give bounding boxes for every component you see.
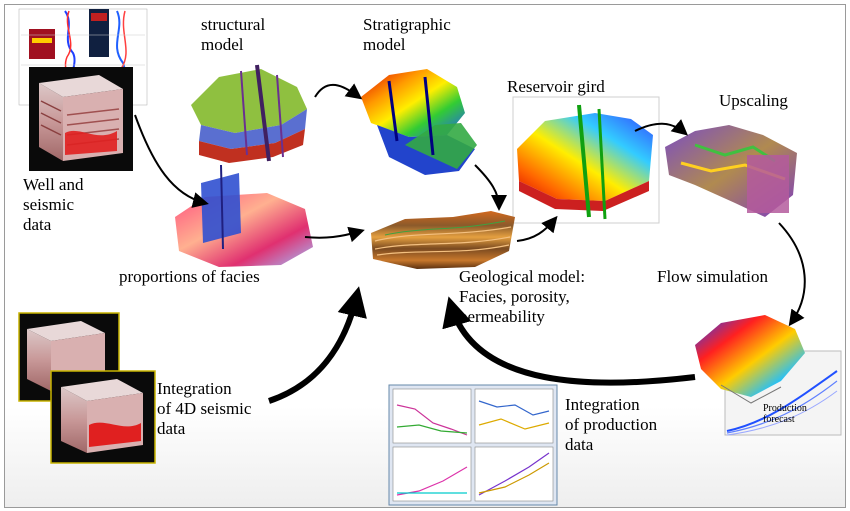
seismic-4d-cubes bbox=[18, 312, 156, 464]
label-geological-model: Geological model: Facies, porosity, perm… bbox=[459, 267, 586, 326]
label-integration-production: Integration of production data bbox=[565, 395, 658, 454]
diagram-frame: structural model Stratigraphic model Res… bbox=[4, 4, 846, 508]
arrow-geo-to-reservoir bbox=[516, 215, 558, 242]
arrow-facies-to-geo bbox=[304, 226, 365, 243]
reservoir-grid-graphic bbox=[512, 96, 660, 224]
workflow-graphics bbox=[18, 8, 842, 506]
stratigraphic-model-graphic bbox=[361, 69, 477, 175]
label-reservoir-grid: Reservoir gird bbox=[507, 77, 605, 96]
label-proportions-facies: proportions of facies bbox=[119, 267, 260, 286]
arrow-structural-to-stratigraphic bbox=[314, 83, 363, 100]
arrow-reservoir-to-upscaling bbox=[634, 119, 689, 136]
label-production-forecast: Production forecast bbox=[763, 403, 807, 425]
arrow-production-to-geo bbox=[442, 296, 696, 386]
label-upscaling: Upscaling bbox=[719, 91, 788, 110]
arrow-stratigraphic-to-geo bbox=[474, 164, 507, 211]
label-well-seismic: Well and seismic data bbox=[23, 175, 84, 234]
arrow-4d-seismic-to-geo bbox=[268, 286, 367, 404]
label-flow-simulation: Flow simulation bbox=[657, 267, 768, 286]
label-integration-4d: Integration of 4D seismic data bbox=[157, 379, 252, 438]
seismic-cube-main bbox=[29, 67, 133, 171]
label-stratigraphic-model: Stratigraphic model bbox=[363, 15, 451, 54]
facies-proportions-graphic bbox=[175, 164, 313, 267]
arrow-upscaling-to-flow bbox=[778, 222, 806, 327]
flow-simulation-graphic bbox=[695, 315, 842, 436]
production-charts-panel bbox=[388, 384, 558, 506]
structural-model-graphic bbox=[191, 64, 307, 163]
upscaling-graphic bbox=[665, 125, 797, 217]
label-structural-model: structural model bbox=[201, 15, 266, 54]
geological-model-graphic bbox=[371, 211, 515, 269]
arrow-well-to-facies bbox=[134, 114, 209, 208]
